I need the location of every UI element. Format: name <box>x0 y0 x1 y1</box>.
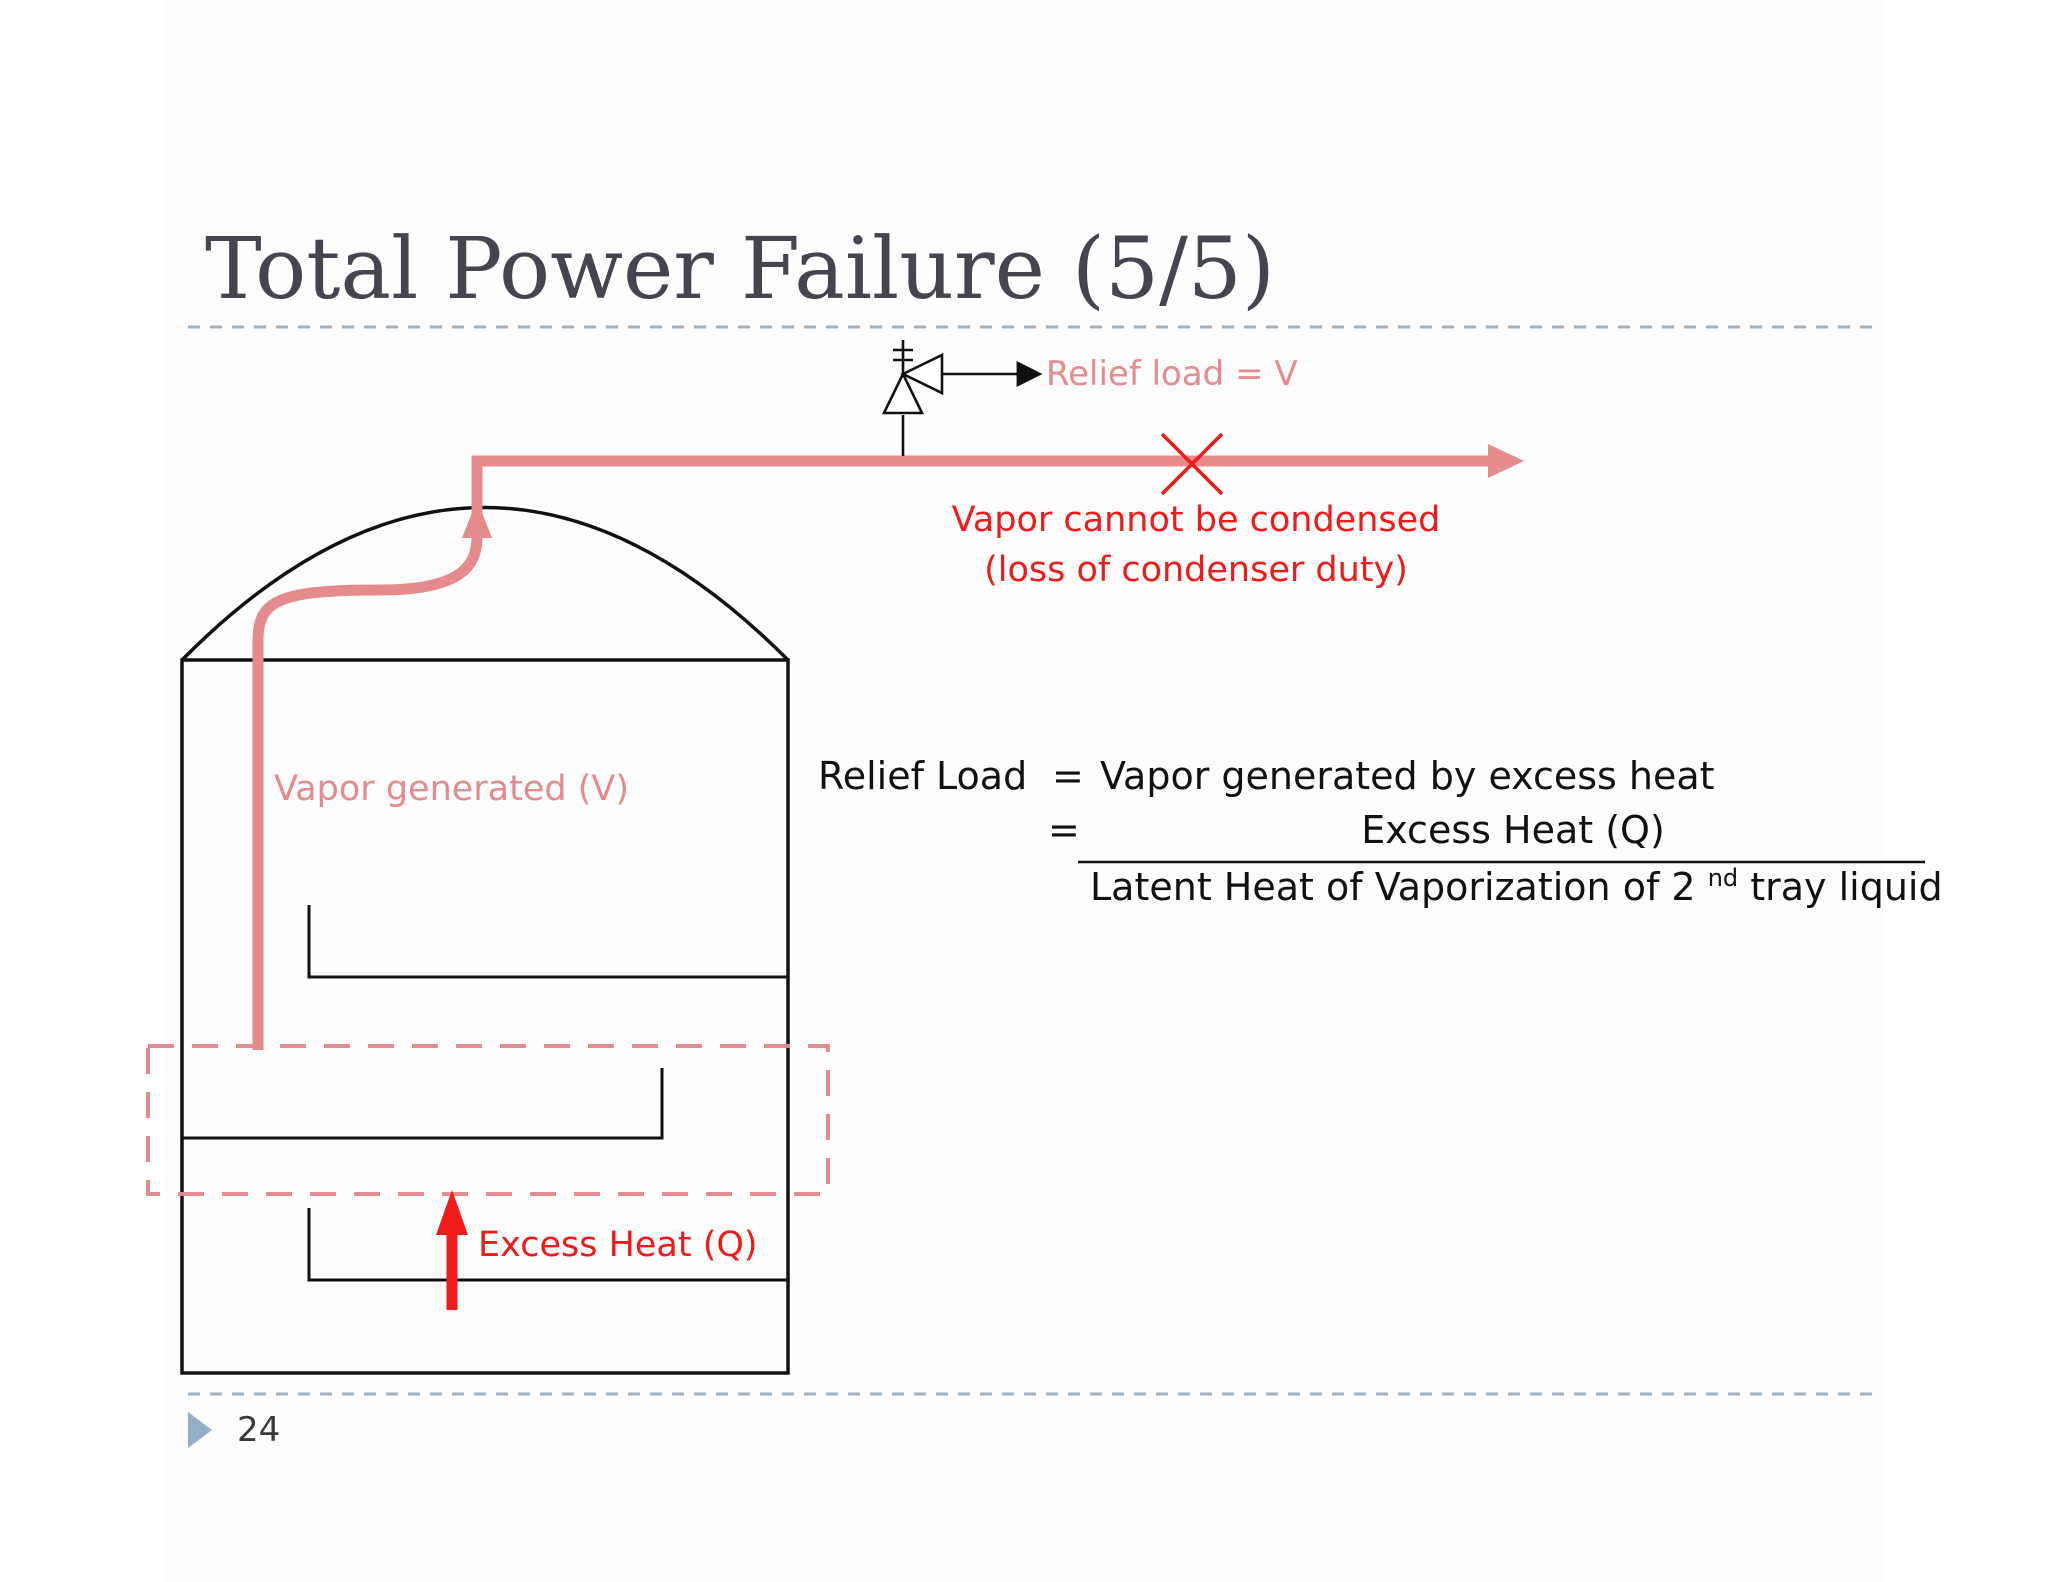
excess-heat-arrowhead-icon <box>436 1190 468 1235</box>
overhead-flow-arrowhead-icon <box>1488 444 1524 478</box>
slide-title: Total Power Failure (5/5) <box>205 220 1275 319</box>
equation-numerator: Excess Heat (Q) <box>1361 808 1665 852</box>
excess-heat-label: Excess Heat (Q) <box>478 1225 758 1265</box>
condenser-cross-icon-b <box>1160 432 1224 496</box>
slide-panel <box>164 0 1884 1582</box>
equation-lhs: Relief Load <box>818 754 1027 798</box>
overhead-vapor-line <box>471 455 1488 510</box>
denominator-prefix: Latent Heat of Vaporization of 2 <box>1090 865 1696 909</box>
second-tray-highlight-box <box>146 1044 830 1196</box>
equation-equals-1: = <box>1052 754 1084 798</box>
vapor-generated-label: Vapor generated (V) <box>274 769 629 809</box>
vapor-generated-path <box>252 510 483 1050</box>
equation-equals-2: = <box>1048 808 1080 852</box>
condenser-note-line-2: (loss of condenser duty) <box>984 550 1408 590</box>
column-shell <box>180 658 790 1375</box>
relief-load-label: Relief load = V <box>1046 354 1298 394</box>
column-dome <box>180 505 790 662</box>
equation-denominator: Latent Heat of Vaporization of 2 nd tray… <box>1090 851 1943 909</box>
equation-rhs-1: Vapor generated by excess heat <box>1100 754 1715 798</box>
vapor-up-arrowhead-icon <box>462 500 492 538</box>
denominator-suffix: tray liquid <box>1750 865 1942 909</box>
page-number: 24 <box>237 1410 280 1450</box>
denominator-superscript: nd <box>1708 864 1738 892</box>
tray-lower <box>307 1208 788 1282</box>
condenser-note-line-1: Vapor cannot be condensed <box>952 500 1441 540</box>
footer-bullet-icon <box>188 1412 212 1448</box>
tray-middle <box>182 1068 664 1140</box>
relief-valve-icon <box>881 340 1043 456</box>
tray-upper <box>307 905 788 979</box>
